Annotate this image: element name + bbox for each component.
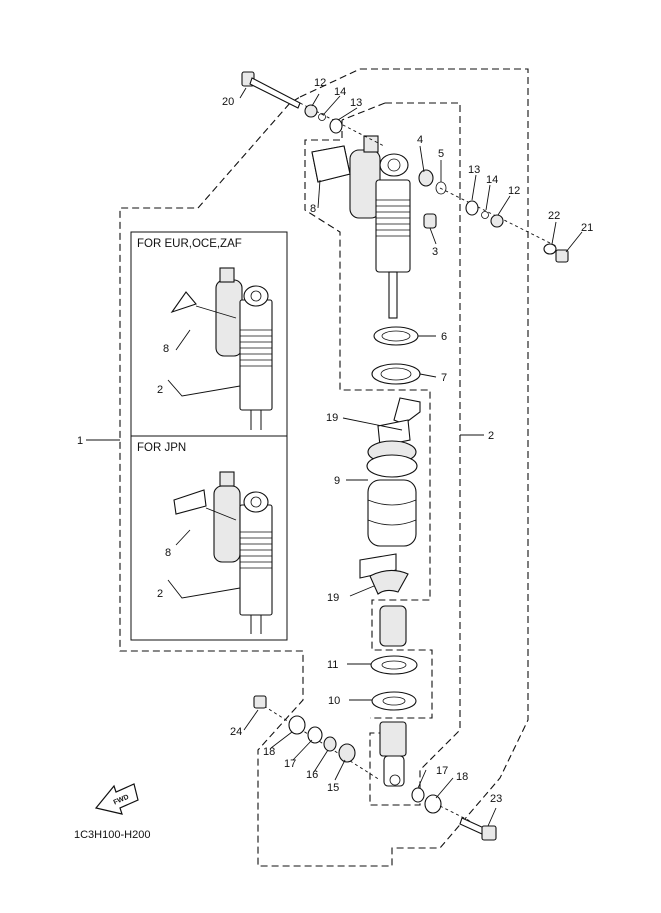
variant-box-eur-label-8: 8 [163,343,169,355]
callout-2-right: 2 [488,430,494,442]
callout-23: 23 [490,793,502,805]
callout-20: 20 [222,96,234,108]
callout-10: 10 [328,695,340,707]
callout-19-bottom: 19 [327,592,339,604]
collar-17-left [307,726,323,744]
washer-18-left [288,715,306,735]
callout-1: 1 [77,435,83,447]
seal-16 [323,736,337,752]
variant-box-jpn-title: FOR JPN [137,442,186,454]
callout-21: 21 [581,222,593,234]
o-ring-14-top [318,113,326,121]
bolt-20 [241,71,301,109]
callout-15: 15 [327,782,339,794]
callout-18-right: 18 [456,771,468,783]
variant-box-jpn-label-8: 8 [165,547,171,559]
variant-box-eur: FOR EUR,OCE,ZAF 8 2 [130,231,288,437]
callout-leaders [86,87,583,827]
callout-19-top: 19 [326,412,338,424]
collar-12-right [490,214,504,228]
bushing-4 [418,169,434,187]
group-1-outline [119,68,529,867]
bearing-15 [338,743,356,763]
callout-18-left: 18 [263,746,275,758]
callout-12-top: 12 [314,77,326,89]
variant-box-jpn: FOR JPN 8 2 [130,435,288,641]
callout-9: 9 [334,475,340,487]
ring-nuts [371,326,421,385]
seat-10 [371,691,417,711]
callout-4: 4 [417,134,423,146]
nut-21 [555,249,569,263]
callout-17-left: 17 [284,758,296,770]
top-hardware [241,71,569,263]
callout-22: 22 [548,210,560,222]
callout-12-right: 12 [508,185,520,197]
collar-17-right [411,787,425,803]
ring-nut-6 [373,326,419,346]
callout-3: 3 [432,246,438,258]
variant-box-eur-title: FOR EUR,OCE,ZAF [137,238,242,250]
nut-3 [423,213,437,229]
bottom-clevis [379,721,407,787]
bump-stop [379,605,407,647]
drawing-code: 1C3H100-H200 [74,829,150,841]
callout-14-top: 14 [334,86,346,98]
bolt-23 [459,817,497,841]
callout-5: 5 [438,148,444,160]
callout-11: 11 [327,659,338,671]
o-ring-14-right [481,211,489,219]
callout-13-right: 13 [468,164,480,176]
ring-nut-7 [371,363,421,385]
group-2-outline [304,102,461,806]
variant-box-jpn-label-2: 2 [157,588,163,600]
spring-9 [367,479,417,547]
spring-guide-19-top [393,397,421,425]
seal-13-top [329,118,343,134]
seat-11 [370,655,418,675]
variant-box-eur-label-2: 2 [157,384,163,396]
washer-18-right [424,794,442,814]
washer-22 [543,243,557,255]
callout-14-right: 14 [486,174,498,186]
callout-17-right: 17 [436,765,448,777]
callout-13-top: 13 [350,97,362,109]
callout-6: 6 [441,331,447,343]
callout-7: 7 [441,372,447,384]
callout-24: 24 [230,726,242,738]
nut-24 [253,695,267,709]
callout-labels: 1 2 3 4 5 6 7 8 9 10 11 12 12 13 13 14 1… [77,77,593,805]
spring-guide-19-bottom [369,569,409,595]
lower-hardware [253,695,497,841]
callout-16: 16 [306,769,318,781]
spring-group [359,397,421,711]
seal-13-right [465,200,479,216]
callout-8-main: 8 [310,203,316,215]
collar-12-top [304,104,318,118]
fwd-arrow-icon: FWD [94,783,139,815]
